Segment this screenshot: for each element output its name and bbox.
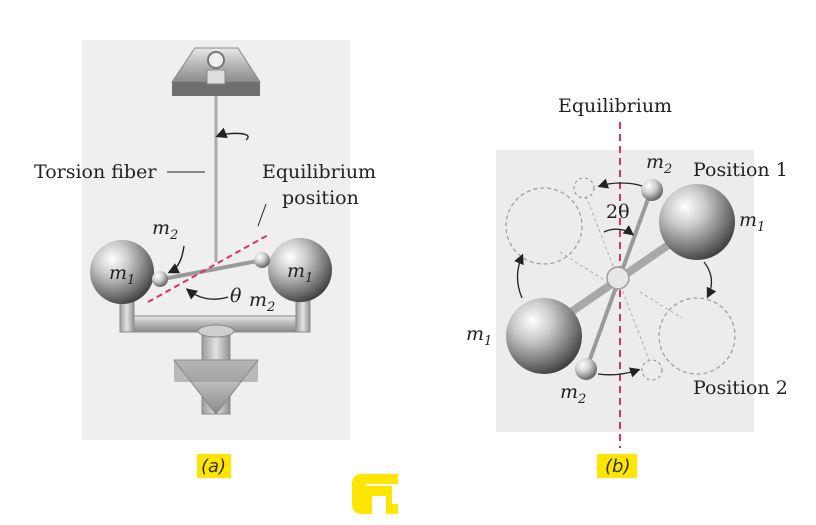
large-sphere-m1-lower-left: [506, 298, 582, 374]
ghost-m1-lower-right: [658, 297, 736, 375]
caption-b-highlight: [597, 454, 637, 478]
small-sphere-m2-left: [152, 271, 168, 287]
ghost-m1-upper-left: [505, 187, 583, 265]
caption-a: (a): [201, 456, 226, 477]
m1-left-arrow-icon: [514, 253, 524, 299]
large-sphere-m1-upper-right: [659, 184, 735, 260]
ghost-frame: [559, 251, 683, 319]
label-theta: θ: [230, 285, 242, 307]
two-theta-arc-icon: [603, 225, 635, 236]
equilibrium-position-label-1: Equilibrium: [262, 161, 376, 183]
equilibrium-pointer: [257, 203, 267, 227]
label-m2-top: m2: [152, 217, 178, 243]
caption-a-highlight: [197, 454, 231, 478]
position-2-label: Position 2: [693, 377, 788, 399]
suspended-rod: [157, 258, 264, 282]
caption-b: (b): [605, 456, 630, 477]
large-sphere-m1-left: [90, 240, 154, 304]
top-mount: [171, 47, 261, 96]
torsion-fiber-label: Torsion fiber: [34, 161, 157, 183]
two-theta-label: 2θ: [606, 201, 630, 223]
equilibrium-line-a: [147, 234, 269, 303]
m2-bottom-arrow-icon: [597, 367, 641, 378]
small-sphere-m2-right: [254, 252, 270, 268]
large-sphere-m1-right: [268, 238, 332, 302]
position-1-label: Position 1: [693, 159, 788, 181]
small-sphere-m2-top: [641, 179, 663, 201]
label-m1-left: m1: [109, 262, 135, 288]
label-m1-right: m1: [287, 260, 313, 286]
equilibrium-position-label-2: position: [282, 187, 359, 209]
m1-right-arrow-icon: [703, 261, 717, 299]
theta-arc-icon: [185, 288, 229, 300]
ghost-m2-top: [573, 177, 595, 199]
rotation-arrow-icon: [215, 127, 249, 141]
m2-pointer-icon: [167, 245, 185, 274]
equilibrium-label-b: Equilibrium: [558, 95, 672, 117]
label-m1-b-left: m1: [466, 323, 492, 349]
label-m2-b-top: m2: [646, 151, 672, 177]
label-m2-bottom: m2: [249, 289, 275, 315]
label-m1-b-right: m1: [739, 209, 765, 235]
pivot-hub: [606, 266, 630, 290]
label-m2-b-bottom: m2: [560, 381, 586, 407]
panel-a: Torsion fiber Equilibrium position m1 m1…: [34, 40, 376, 478]
yellow-g-logo-icon: [352, 474, 398, 514]
small-sphere-m2-bottom: [575, 358, 597, 380]
m2-top-arrow-icon: [597, 178, 643, 189]
panel-b: Equilibrium Position 1 Position 2 2θ m2 …: [466, 95, 788, 478]
ghost-m2-bottom: [641, 359, 663, 381]
